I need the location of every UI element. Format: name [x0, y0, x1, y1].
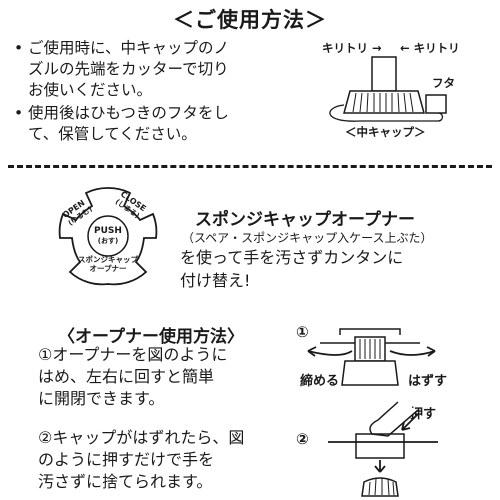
bullet-mark: • [14, 39, 24, 57]
howto-step-2: ②キャップがはずれたら、図 のように押すだけで手を 汚さずに捨てられます。 [38, 428, 245, 491]
lid-label: フタ [432, 76, 455, 90]
figure-2-number: ② [296, 430, 309, 448]
opener-body: を使って手を汚さずカンタンに 付け替え! [180, 248, 404, 290]
usage-bullet-1: •ご使用時に、中キャップのノ ズルの先端をカッターで切り お使いください。 [14, 39, 230, 99]
figure-2-diagram [328, 401, 438, 497]
opener-note: （スペア・スポンジキャップ入ケース上ぶた） [182, 231, 433, 245]
bullet-mark: • [14, 104, 24, 122]
inner-cap-caption: ＜中キャップ＞ [345, 125, 426, 139]
badge-name: スポンジキャップ オープナー [78, 255, 138, 273]
tighten-label: 締める [300, 374, 340, 389]
figure-1-number: ① [296, 323, 309, 341]
inner-cap-diagram [329, 56, 447, 122]
figure-1-diagram [307, 328, 436, 386]
usage-bullet-2: •使用後はひもつきのフタをし て、保管してください。 [14, 104, 229, 143]
cut-label-left: キリトリ → [322, 41, 382, 55]
howto-heading: 〈オープナー使用方法〉 [58, 327, 244, 347]
cut-label-right: ← キリトリ [400, 41, 460, 55]
remove-label: はずす [408, 374, 448, 389]
badge-push-label: PUSH (おす) [94, 226, 122, 245]
section-divider [8, 165, 492, 168]
opener-badge [58, 187, 158, 286]
howto-step-1: ①オープナーを図のように はめ、左右に回すと簡単 に開閉できます。 [38, 345, 228, 408]
opener-heading: スポンジキャップオープナー [195, 210, 415, 230]
page-title: ＜ご使用方法＞ [173, 8, 327, 32]
